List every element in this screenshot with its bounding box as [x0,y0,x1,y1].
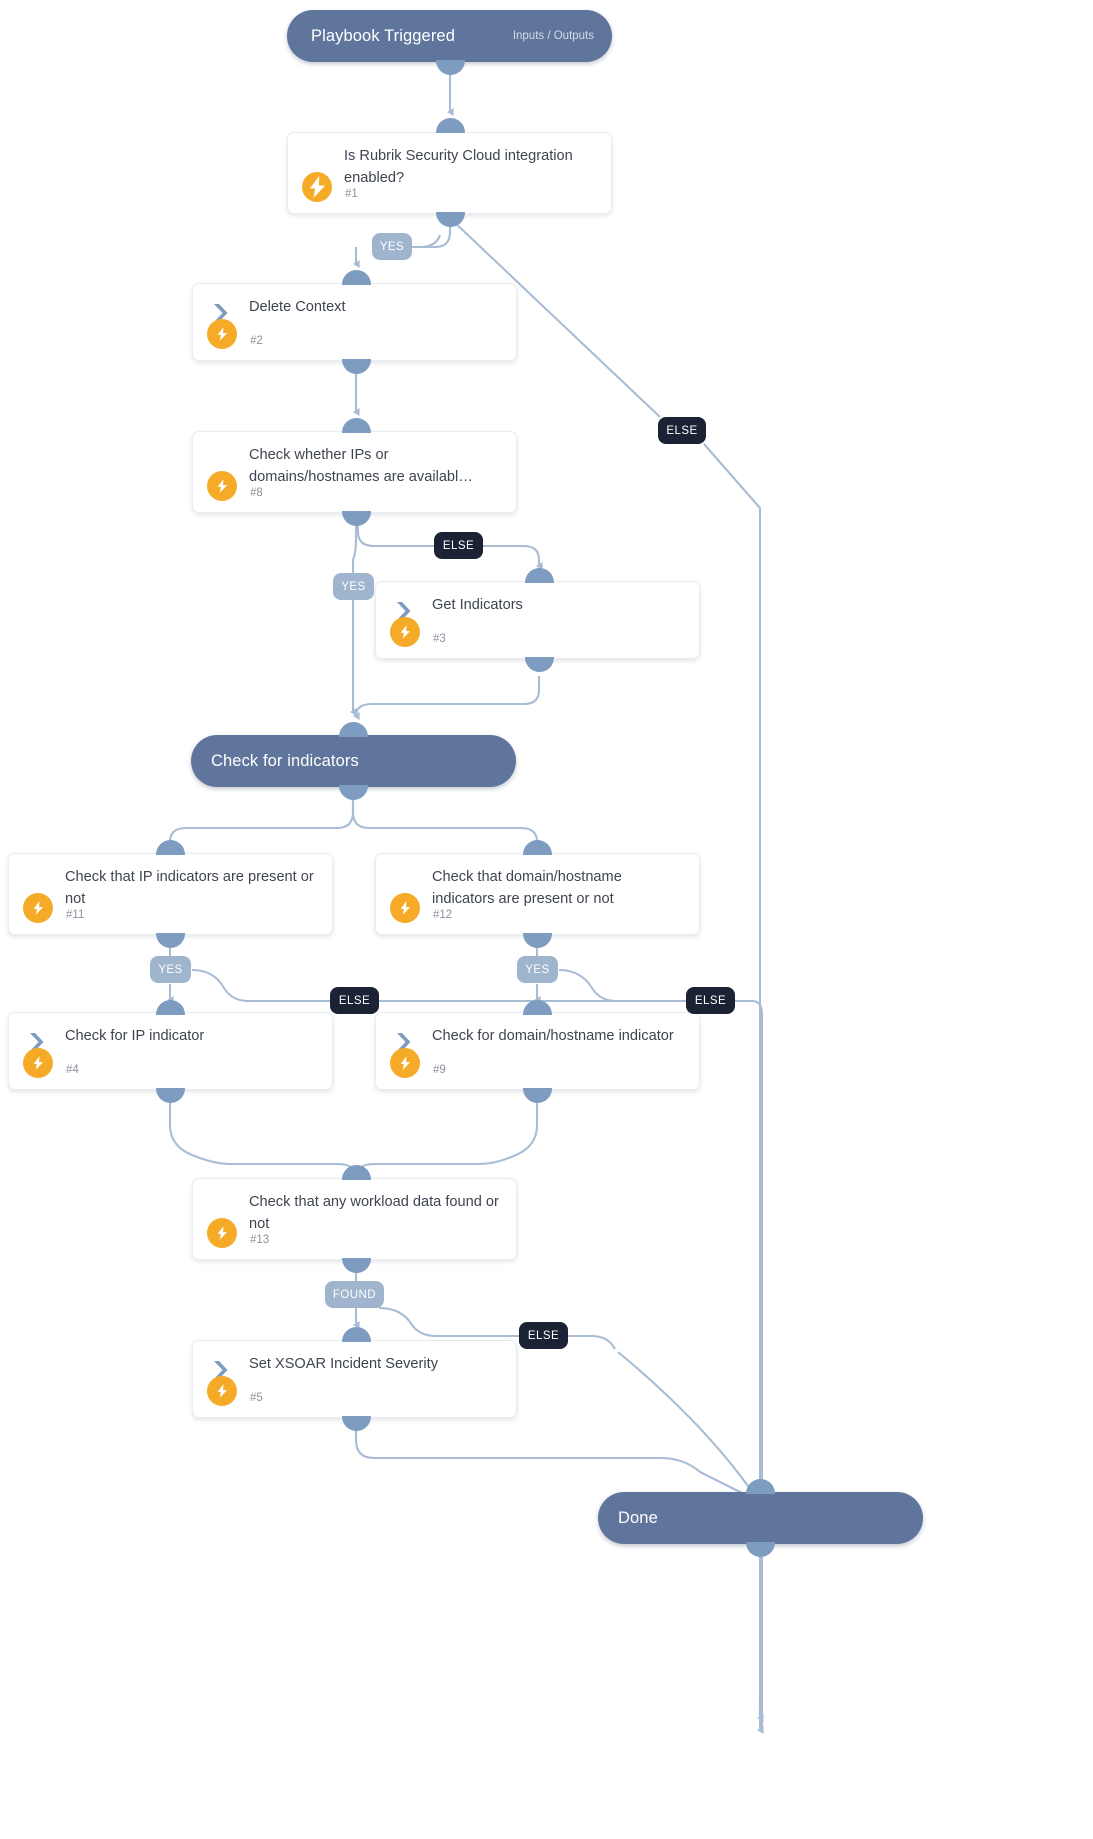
node-title-n13: Check that any workload data found or no… [249,1194,499,1232]
node-section-check-for-indicators[interactable]: Check for indicators [191,735,516,787]
port-in-done [746,1479,775,1494]
trigger-title: Playbook Triggered [311,26,455,45]
port-in-n9 [523,1000,552,1015]
node-title-n12: Check that domain/hostname indicators ar… [432,869,622,907]
branch-label-else-n12[interactable]: ELSE [686,987,735,1014]
port-in-n4 [156,1000,185,1015]
node-number-n8: #8 [250,487,263,499]
port-out-n11 [156,933,185,948]
node-title-n8: Check whether IPs or domains/hostnames a… [249,447,473,485]
automation-bolt-icon [207,471,237,501]
port-in-section [339,722,368,737]
port-in-n2 [342,270,371,285]
automation-bolt-icon [390,893,420,923]
branch-label-found-n13[interactable]: FOUND [325,1281,384,1308]
node-number-n2: #2 [250,335,263,347]
port-in-n1 [436,118,465,133]
port-out-n13 [342,1258,371,1273]
automation-bolt-icon [390,1048,420,1078]
port-out-n4 [156,1088,185,1103]
node-condition-n13[interactable]: Check that any workload data found or no… [192,1178,517,1260]
automation-bolt-icon [207,319,237,349]
node-done[interactable]: Done [598,1492,923,1544]
node-title-n2: Delete Context [249,299,346,315]
node-task-n5[interactable]: Set XSOAR Incident Severity #5 [192,1340,517,1418]
automation-bolt-icon [390,617,420,647]
task-chevron-icon [209,1357,235,1383]
node-number-n4: #4 [66,1064,79,1076]
port-in-n5 [342,1327,371,1342]
port-in-n8 [342,418,371,433]
port-in-n11 [156,840,185,855]
section-title: Check for indicators [211,751,359,770]
node-condition-n1[interactable]: Is Rubrik Security Cloud integration ena… [287,132,612,214]
port-out-n8 [342,511,371,526]
branch-label-yes-n1[interactable]: YES [372,233,412,260]
automation-bolt-icon [207,1218,237,1248]
port-in-n3 [525,568,554,583]
automation-bolt-icon [207,1376,237,1406]
done-title: Done [618,1508,658,1527]
node-number-n9: #9 [433,1064,446,1076]
task-chevron-icon [25,1029,51,1055]
node-title-n1: Is Rubrik Security Cloud integration ena… [344,148,573,186]
node-condition-n11[interactable]: Check that IP indicators are present or … [8,853,333,935]
automation-bolt-icon [23,893,53,923]
node-number-n13: #13 [250,1234,270,1246]
branch-label-else-n13[interactable]: ELSE [519,1322,568,1349]
node-number-n12: #12 [433,909,453,921]
port-in-n12 [523,840,552,855]
node-number-n5: #5 [250,1392,263,1404]
task-chevron-icon [392,1029,418,1055]
node-task-n3[interactable]: Get Indicators #3 [375,581,700,659]
branch-label-yes-n12[interactable]: YES [517,956,558,983]
branch-label-else-n8[interactable]: ELSE [434,532,483,559]
port-out-done [746,1542,775,1557]
node-condition-n8[interactable]: Check whether IPs or domains/hostnames a… [192,431,517,513]
port-out-n2 [342,359,371,374]
node-title-n9: Check for domain/hostname indicator [432,1028,674,1044]
branch-label-yes-n11[interactable]: YES [150,956,191,983]
node-title-n11: Check that IP indicators are present or … [65,869,314,907]
node-number-n3: #3 [433,633,446,645]
branch-label-else-n11[interactable]: ELSE [330,987,379,1014]
branch-label-else-n1[interactable]: ELSE [658,417,706,444]
port-out-n9 [523,1088,552,1103]
port-out-n3 [525,657,554,672]
automation-bolt-icon [302,172,332,202]
task-chevron-icon [209,300,235,326]
trigger-inputs-outputs-link[interactable]: Inputs / Outputs [512,30,594,42]
node-playbook-triggered[interactable]: Playbook Triggered Inputs / Outputs [287,10,612,62]
automation-bolt-icon [23,1048,53,1078]
node-title-n3: Get Indicators [432,597,523,613]
port-out-n1 [436,212,465,227]
node-condition-n12[interactable]: Check that domain/hostname indicators ar… [375,853,700,935]
branch-label-yes-n8[interactable]: YES [333,573,374,600]
port-out-section [339,785,368,800]
port-out-n5 [342,1416,371,1431]
node-task-n2[interactable]: Delete Context #2 [192,283,517,361]
node-title-n4: Check for IP indicator [65,1028,205,1044]
node-number-n11: #11 [66,909,85,921]
port-in-n13 [342,1165,371,1180]
port-out-trigger [436,60,465,75]
port-out-n12 [523,933,552,948]
node-title-n5: Set XSOAR Incident Severity [249,1356,438,1372]
node-task-n4[interactable]: Check for IP indicator #4 [8,1012,333,1090]
task-chevron-icon [392,598,418,624]
node-number-n1: #1 [345,188,358,200]
node-task-n9[interactable]: Check for domain/hostname indicator #9 [375,1012,700,1090]
